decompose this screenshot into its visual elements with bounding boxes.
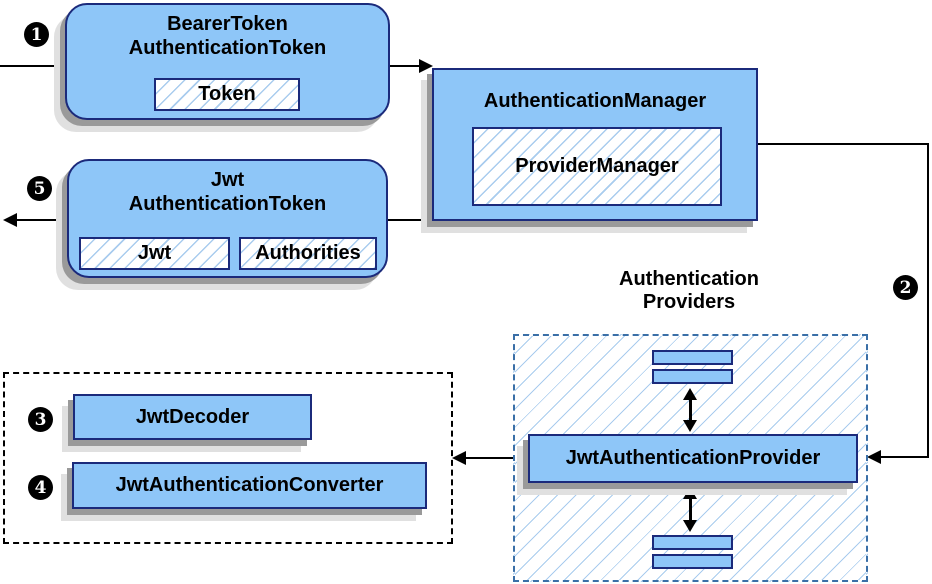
jwt-token-node-title: Jwt AuthenticationToken [69, 161, 386, 216]
step-badge-2: 2 [893, 275, 918, 300]
step2-line-vertical [927, 143, 929, 458]
double-arrow-bottom-down-head [683, 520, 697, 532]
authentication-manager-title: AuthenticationManager [483, 90, 707, 112]
jwt-authentication-converter-label: JwtAuthenticationConverter [115, 474, 384, 496]
decoder-group-region [3, 372, 453, 544]
authentication-manager-node: AuthenticationManager ProviderManager [432, 68, 758, 221]
bearer-token-title-line1: BearerToken [167, 13, 288, 35]
double-arrow-top-stem [688, 400, 692, 420]
double-arrow-bottom-stem [688, 499, 692, 520]
arrowhead-into-jwt-authentication-provider [867, 450, 881, 464]
bearer-token-authentication-token-node: BearerToken AuthenticationToken Token [65, 3, 390, 120]
bearer-to-manager-line [390, 65, 420, 67]
arrowhead-result-out [3, 213, 17, 227]
jwt-authentication-provider-label: JwtAuthenticationProvider [565, 447, 821, 469]
jwt-token-title-line1: Jwt [210, 169, 245, 191]
jwt-token-title-line2: AuthenticationToken [128, 193, 327, 215]
provider-placeholder-bar-1 [652, 350, 733, 365]
arrowhead-into-authentication-manager [419, 59, 433, 73]
provider-placeholder-bar-3 [652, 535, 733, 550]
double-arrow-bottom [678, 487, 702, 532]
authentication-providers-label-line2: Providers [642, 291, 736, 313]
provider-placeholder-bar-4 [652, 554, 733, 569]
bearer-token-title-line2: AuthenticationToken [128, 37, 327, 59]
provider-manager-inner-box: ProviderManager [472, 127, 722, 206]
incoming-request-line [0, 65, 65, 67]
jwt-decoder-node: JwtDecoder [73, 394, 312, 440]
manager-to-jwt-token-line [388, 219, 433, 221]
step-badge-1: 1 [24, 22, 49, 47]
outgoing-result-line [17, 219, 67, 221]
authentication-providers-label-line1: Authentication [619, 268, 759, 290]
authentication-providers-label: Authentication Providers [569, 268, 809, 314]
token-inner-box: Token [154, 78, 300, 111]
jwt-authentication-token-node: Jwt AuthenticationToken Jwt Authorities [67, 159, 388, 278]
double-arrow-top-down-head [683, 420, 697, 432]
jwt-decoder-label: JwtDecoder [135, 405, 250, 428]
step-badge-3: 3 [28, 407, 53, 432]
double-arrow-bottom-up-head [683, 487, 697, 499]
authorities-inner-box: Authorities [239, 237, 377, 270]
provider-placeholder-bar-2 [652, 369, 733, 384]
bearer-token-node-title: BearerToken AuthenticationToken [67, 5, 388, 60]
arrowhead-into-decoder-group [452, 451, 466, 465]
step-badge-4: 4 [28, 475, 53, 500]
provider-to-decoder-line [466, 457, 528, 459]
double-arrow-top-up-head [683, 388, 697, 400]
step-badge-5: 5 [27, 176, 52, 201]
authorities-label: Authorities [255, 242, 361, 264]
jwt-label: Jwt [137, 242, 172, 264]
jwt-authentication-converter-node: JwtAuthenticationConverter [72, 462, 427, 509]
jwt-inner-box: Jwt [79, 237, 230, 270]
provider-manager-label: ProviderManager [515, 155, 679, 177]
token-label: Token [198, 83, 256, 105]
jwt-authentication-provider-node: JwtAuthenticationProvider [528, 434, 858, 483]
step2-line-horizontal-top [758, 143, 929, 145]
step2-line-horizontal-bottom [881, 456, 929, 458]
double-arrow-top [678, 388, 702, 432]
